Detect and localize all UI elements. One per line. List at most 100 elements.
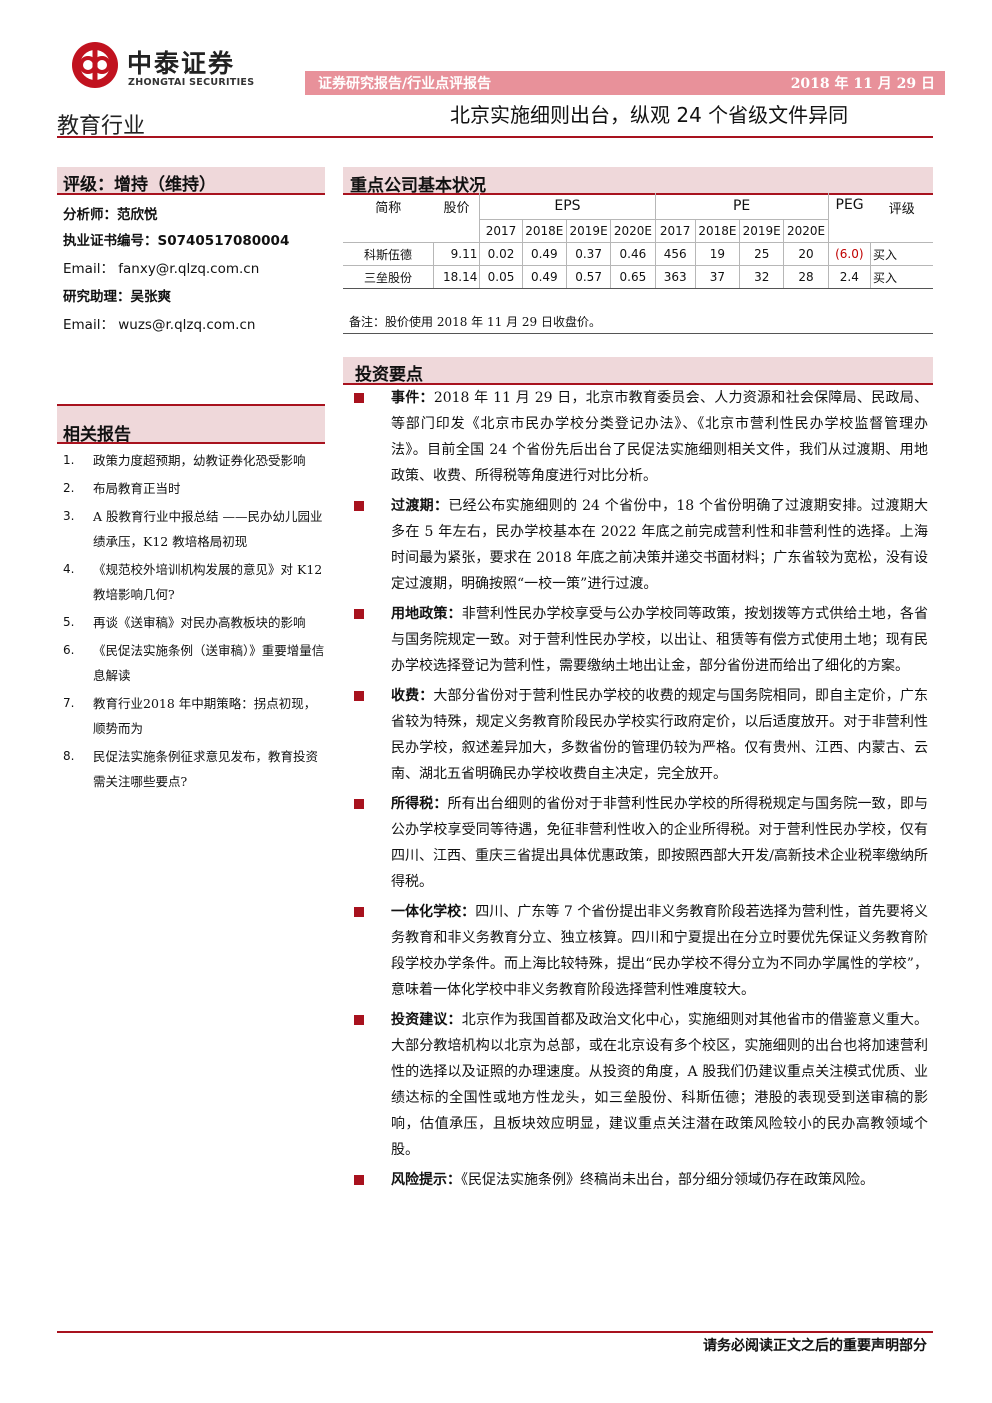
- related-report-num: 1.: [63, 453, 75, 467]
- analyst-name: 范欣悦: [117, 207, 158, 223]
- cert-value: S0740517080004: [157, 233, 290, 249]
- company-price: 9.11: [433, 242, 480, 266]
- related-report-title: 教育行业2018 年中期策略：拐点初现，顺势而为: [93, 696, 317, 736]
- related-report-item[interactable]: 6. 《民促法实施条例（送审稿）》重要增量信息解读: [57, 638, 327, 688]
- footer-divider: [57, 1331, 933, 1333]
- point-key: 用地政策：: [391, 606, 462, 622]
- eps-cell: 0.49: [521, 265, 567, 289]
- point-text: 四川、广东等 7 个省份提出非义务教育阶段若选择为营利性，首先要将义务教育和非义…: [391, 904, 928, 998]
- logo-text-cn: 中泰证券: [127, 49, 236, 78]
- point-item: 一体化学校：四川、广东等 7 个省份提出非义务教育阶段若选择为营利性，首先要将义…: [350, 899, 928, 1003]
- report-date: 2018 年 11 月 29 日: [790, 76, 935, 92]
- rating-header: [57, 167, 325, 195]
- rating-label: 评级：: [63, 175, 114, 195]
- related-report-num: 8.: [63, 749, 75, 763]
- related-report-title: 再谈《送审稿》对民办高教板块的影响: [93, 615, 306, 630]
- rating-cell: 买入: [869, 265, 933, 289]
- table-row: 科斯伍德 9.11 0.02 0.49 0.37 0.46 456 19 25 …: [343, 242, 933, 266]
- page-title: 北京实施细则出台，纵观 24 个省级文件异同: [450, 103, 849, 127]
- related-header: [57, 404, 325, 444]
- points-header: [343, 357, 933, 385]
- eps-cell: 0.02: [479, 242, 523, 266]
- points-heading: 投资要点: [355, 365, 423, 385]
- related-report-num: 7.: [63, 696, 75, 710]
- pe-cell: 363: [654, 265, 696, 289]
- report-type: 证券研究报告/行业点评报告: [318, 76, 492, 92]
- company-name: 三垒股份: [343, 265, 434, 289]
- related-heading: 相关报告: [63, 425, 131, 445]
- peg-cell: 2.4: [827, 265, 871, 289]
- eps-cell: 0.57: [565, 265, 611, 289]
- assistant: 研究助理：吴张爽: [63, 285, 171, 305]
- rating-value: 增持（维持）: [114, 175, 216, 195]
- investment-points: 事件：2018 年 11 月 29 日，北京市教育委员会、人力资源和社会保障局、…: [350, 385, 928, 1197]
- pe-year: 2020E: [783, 219, 829, 243]
- rating-cell: 买入: [869, 242, 933, 266]
- bullet-square-icon: [354, 907, 364, 917]
- bullet-square-icon: [354, 1015, 364, 1025]
- point-key: 收费：: [391, 688, 434, 704]
- point-item: 事件：2018 年 11 月 29 日，北京市教育委员会、人力资源和社会保障局、…: [350, 385, 928, 489]
- note-divider: [343, 333, 933, 334]
- bullet-square-icon: [354, 1175, 364, 1185]
- bullet-square-icon: [354, 609, 364, 619]
- col-peg-header: PEG: [827, 193, 871, 243]
- related-report-title: 政策力度超预期，幼教证券化恐受影响: [93, 453, 306, 468]
- related-report-num: 5.: [63, 615, 75, 629]
- eps-cell: 0.65: [610, 265, 656, 289]
- point-text: 已经公布实施细则的 24 个省份中，18 个省份明确了过渡期安排。过渡期大多在 …: [391, 498, 929, 592]
- bullet-square-icon: [354, 501, 364, 511]
- analyst: 分析师：范欣悦: [63, 203, 158, 223]
- point-item: 风险提示：《民促法实施条例》终稿尚未出台，部分细分领域仍存在政策风险。: [350, 1167, 928, 1193]
- pe-cell: 25: [739, 242, 784, 266]
- header-banner: [305, 71, 945, 95]
- pe-cell: 28: [783, 265, 829, 289]
- related-report-item[interactable]: 5. 再谈《送审稿》对民办高教板块的影响: [57, 610, 327, 635]
- bullet-square-icon: [354, 691, 364, 701]
- point-text: 北京作为我国首都及政治文化中心，实施细则对其他省市的借鉴意义重大。大部分教培机构…: [391, 1012, 929, 1158]
- cert-label: 执业证书编号：: [63, 233, 158, 249]
- eps-cell: 0.05: [479, 265, 523, 289]
- related-report-title: 《规范校外培训机构发展的意见》对 K12 教培影响几何?: [93, 562, 323, 602]
- col-pe-header: PE: [654, 193, 829, 220]
- related-report-item[interactable]: 1. 政策力度超预期，幼教证券化恐受影响: [57, 448, 327, 473]
- point-text: 《民促法实施条例》终稿尚未出台，部分细分领域仍存在政策风险。: [461, 1172, 874, 1188]
- rating: 评级：增持（维持）: [63, 170, 216, 195]
- related-report-title: A 股教育行业中报总结 ——民办幼儿园业绩承压，K12 教培格局初现: [93, 509, 323, 549]
- cert-number: 执业证书编号：S0740517080004: [63, 229, 289, 249]
- related-report-item[interactable]: 2.布局教育正当时: [57, 476, 327, 501]
- related-report-num: 6.: [63, 643, 75, 657]
- point-text: 非营利性民办学校享受与公办学校同等政策，按划拨等方式供给土地，各省与国务院规定一…: [391, 606, 929, 674]
- analyst-email[interactable]: Email： fanxy@r.qlzq.com.cn: [63, 261, 260, 277]
- col-rating-header: 评级: [888, 202, 915, 217]
- point-key: 所得税：: [391, 796, 448, 812]
- related-report-item[interactable]: 7. 教育行业2018 年中期策略：拐点初现，顺势而为: [57, 691, 327, 741]
- assistant-email[interactable]: Email： wuzs@r.qlzq.com.cn: [63, 317, 256, 333]
- related-report-title: 《民促法实施条例（送审稿）》重要增量信息解读: [93, 643, 325, 683]
- point-item: 投资建议：北京作为我国首都及政治文化中心，实施细则对其他省市的借鉴意义重大。大部…: [350, 1007, 928, 1163]
- bullet-square-icon: [354, 799, 364, 809]
- related-report-num: 3.: [63, 509, 75, 523]
- related-report-item[interactable]: 3. A 股教育行业中报总结 ——民办幼儿园业绩承压，K12 教培格局初现: [57, 504, 327, 554]
- analyst-label: 分析师：: [63, 207, 117, 223]
- eps-cell: 0.49: [521, 242, 567, 266]
- pe-cell: 20: [783, 242, 829, 266]
- company-price: 18.14: [433, 265, 480, 289]
- footer-disclaimer: 请务必阅读正文之后的重要声明部分: [703, 1338, 927, 1354]
- related-report-title: 布局教育正当时: [93, 481, 181, 496]
- related-report-item[interactable]: 4.《规范校外培训机构发展的意见》对 K12 教培影响几何?: [57, 557, 327, 607]
- col-name-header: 简称: [375, 201, 402, 216]
- bullet-square-icon: [354, 393, 364, 403]
- point-key: 投资建议：: [391, 1012, 462, 1028]
- title-divider: [57, 136, 933, 138]
- companies-header: [343, 167, 933, 195]
- pe-cell: 37: [694, 265, 740, 289]
- assistant-name: 吴张爽: [130, 289, 172, 305]
- point-key: 一体化学校：: [391, 904, 476, 920]
- eps-year: 2018E: [521, 219, 567, 243]
- point-item: 收费：大部分省份对于营利性民办学校的收费的规定与国务院相同，即自主定价，广东省较…: [350, 683, 928, 787]
- assistant-label: 研究助理：: [63, 289, 131, 305]
- point-key: 过渡期：: [391, 498, 449, 514]
- eps-cell: 0.37: [565, 242, 611, 266]
- related-report-item[interactable]: 8.民促法实施条例征求意见发布，教育投资需关注哪些要点?: [57, 744, 327, 794]
